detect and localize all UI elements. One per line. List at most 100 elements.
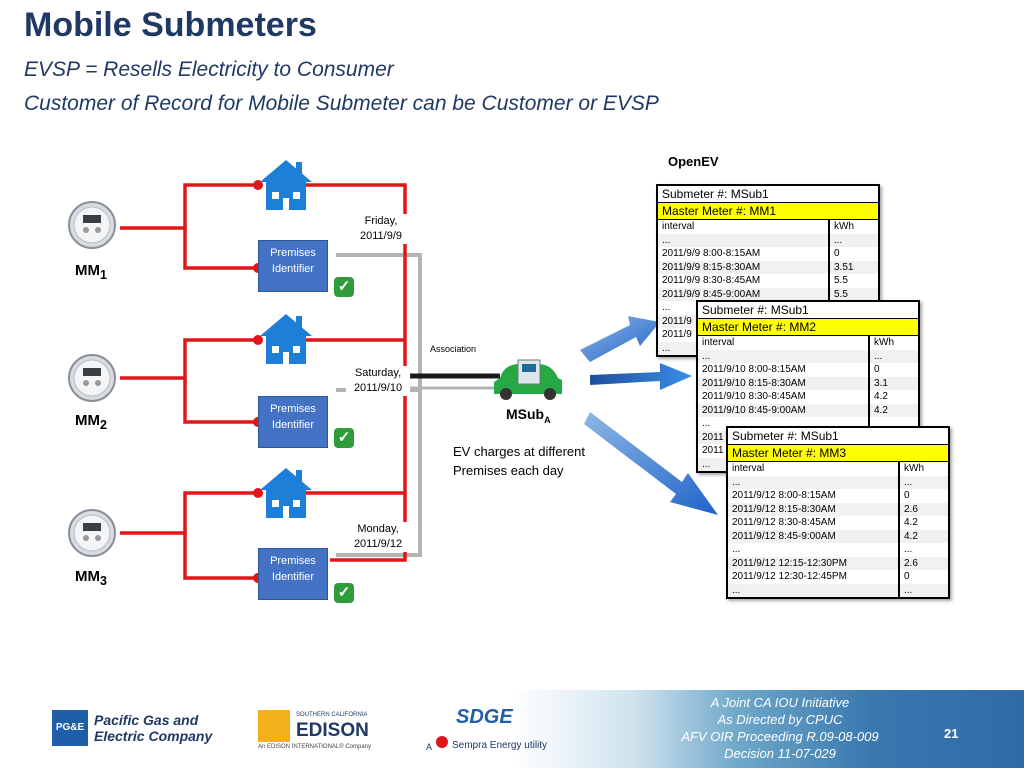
interval-cell: ... [658,233,830,247]
kwh-cell: 0 [904,571,910,582]
interval-cell: 2011/9/9 8:15-8:30AM [658,260,830,274]
arrow-to-mm1 [580,316,660,362]
interval-cell: 2011/9/12 8:15-8:30AM [728,502,900,516]
meter-icon [68,354,116,402]
interval-cell: 2011/9/12 12:30-12:45PM [728,570,900,584]
table-header-row: interval kWh [698,336,918,350]
interval-cell: ... [728,543,900,557]
edison-tagline: An EDISON INTERNATIONAL® Company [258,744,372,750]
edison-logo-text: EDISON [296,720,369,741]
column-header-interval: interval [658,220,830,234]
wire-mm1 [120,183,258,230]
kwh-cell: ... [874,350,883,362]
sempra-logo-icon [436,736,448,748]
dot-house1 [253,180,263,190]
submeter-id: Submeter #: MSub1 [728,428,948,445]
kwh-cell: ... [834,234,843,246]
pge-logo-icon: PG&E [52,710,88,746]
table-row: ...... [728,543,948,557]
column-header-kwh: kWh [874,337,894,348]
wire-mm1-premises [183,228,258,270]
sempra-logo-text: Sempra Energy utility [452,740,548,751]
interval-cell: 2011/9/9 8:45-9:00AM [658,287,830,301]
table-row: 2011/9/12 8:15-8:30AM 2.6 [728,502,948,516]
interval-cell: 2011/9/9 8:30-8:45AM [658,274,830,288]
submeter-id: Submeter #: MSub1 [658,186,878,203]
check-icon: ✓ [334,277,354,297]
column-header-interval: interval [728,462,900,476]
page-title: Mobile Submeters [24,6,317,44]
date-label-3: Monday,2011/9/12 [346,522,410,552]
kwh-cell: 5.5 [834,288,848,300]
column-header-kwh: kWh [904,463,924,474]
dot-house3 [253,488,263,498]
column-header-interval: interval [698,336,870,350]
interval-cell: 2011/9/10 8:45-9:00AM [698,403,870,417]
kwh-cell: 3.1 [874,377,888,389]
openev-label: OpenEV [668,154,719,169]
submeter-diagram [68,160,718,583]
data-arrows [580,316,718,515]
interval-cell: ... [728,583,900,597]
kwh-cell: 4.2 [904,530,918,542]
date-label-1: Friday,2011/9/9 [352,214,410,244]
arrow-to-mm2 [590,363,692,390]
interval-cell: 2011/9/10 8:15-8:30AM [698,376,870,390]
interval-cell: 2011/9/9 8:00-8:15AM [658,247,830,261]
sdge-logo-text: SDGE [456,706,513,728]
interval-cell: ... [728,475,900,489]
date-label-2: Saturday,2011/9/10 [346,366,410,396]
interval-cell: 2011/9/10 8:30-8:45AM [698,390,870,404]
kwh-cell: 0 [904,490,910,501]
table-row: ...... [658,233,878,247]
edison-small-text: SOUTHERN CALIFORNIA [296,712,368,718]
wire-mm2 [120,338,258,380]
msub-label: MSubA [506,406,551,425]
table-header-row: interval kWh [728,462,948,476]
interval-cell: 2011/9/12 8:45-9:00AM [728,529,900,543]
page-number: 21 [944,726,959,741]
meter-label-3: MM3 [75,568,107,588]
interval-cell: ... [698,349,870,363]
kwh-cell: 2.6 [904,503,918,515]
ev-car-icon [494,359,562,400]
interval-cell: 2011/9/12 8:00-8:15AM [728,489,900,503]
table-row: ...... [698,349,918,363]
arrow-to-mm3 [584,412,718,515]
house-icon [260,160,312,210]
kwh-cell: 4.2 [904,517,918,528]
interval-cell: 2011/9/12 12:15-12:30PM [728,556,900,570]
check-icon: ✓ [334,428,354,448]
meter-icon [68,201,116,249]
table-row: 2011/9/9 8:30-8:45AM 5.5 [658,274,878,288]
interval-cell: ... [698,417,870,431]
kwh-cell: 4.2 [874,391,888,402]
kwh-cell: ... [904,544,913,555]
meter-label-2: MM2 [75,412,107,432]
date-connector-3 [336,400,422,557]
date-connectors [336,253,422,557]
master-meter-id: Master Meter #: MM2 [698,319,918,336]
submeter-id: Submeter #: MSub1 [698,302,918,319]
meter-label-1: MM1 [75,262,107,282]
dot-house2 [253,335,263,345]
house-icon [260,314,312,364]
check-icon: ✓ [334,583,354,603]
table-row: ... [698,417,918,431]
table-row: 2011/9/10 8:15-8:30AM 3.1 [698,376,918,390]
sempra-a-text: A [426,742,433,752]
kwh-cell: 5.5 [834,275,848,286]
table-row: 2011/9/10 8:30-8:45AM 4.2 [698,390,918,404]
meter-icon [68,509,116,557]
